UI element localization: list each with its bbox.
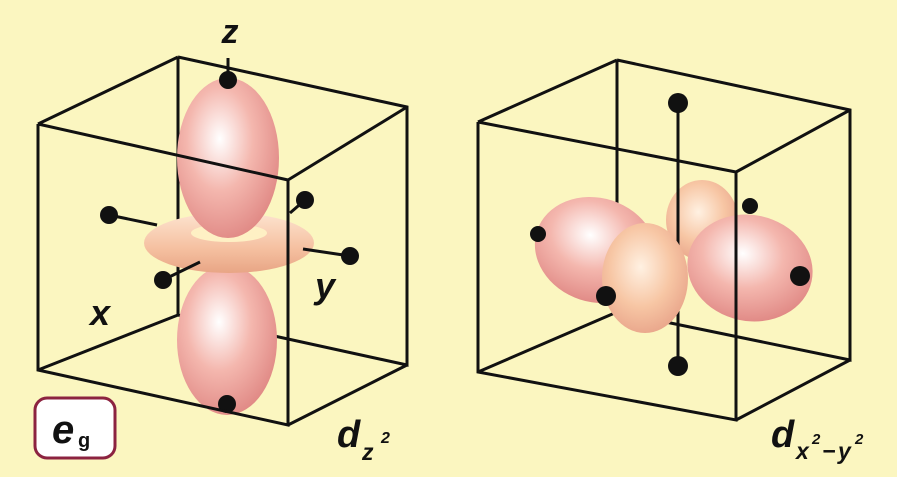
right-top-node (668, 93, 688, 113)
svg-text:2: 2 (380, 430, 390, 447)
right-cube-edge (477, 310, 618, 374)
left-y-back-node (296, 191, 314, 209)
left-cube-front-edges (36, 122, 290, 427)
left-cube-edge (287, 363, 408, 427)
svg-text:d: d (771, 414, 795, 456)
eg-badge: e g (33, 396, 117, 460)
dz2-upper-lobe (177, 78, 279, 238)
eg-badge-symbol: e (52, 408, 74, 452)
svg-text:2: 2 (854, 431, 864, 448)
svg-text:2: 2 (811, 431, 821, 448)
left-x-back-node (100, 206, 118, 224)
right-back-node (742, 198, 758, 214)
eg-badge-subscript: g (78, 430, 90, 452)
dz2-label: d z 2 (337, 414, 390, 465)
svg-text:−: − (822, 438, 835, 464)
left-cube-edge (287, 105, 408, 182)
y-axis-label: y (313, 265, 337, 306)
left-cube-edge (37, 313, 179, 372)
svg-text:z: z (361, 439, 374, 465)
right-cube-edge (477, 58, 618, 124)
dx2y2-right-lobe (687, 214, 813, 322)
right-right-node (790, 266, 810, 286)
left-z-bottom-node (218, 395, 236, 413)
x-axis-label: x (88, 292, 112, 333)
z-axis-label: z (221, 13, 239, 51)
right-bottom-node (668, 356, 688, 376)
right-front-node (596, 286, 616, 306)
left-x-front-node (154, 271, 172, 289)
left-cube-edge (37, 55, 179, 126)
right-cube-front-edges (476, 120, 738, 422)
svg-text:y: y (837, 438, 852, 464)
dx2y2-front-lobe (602, 223, 688, 333)
left-z-top-node (219, 71, 237, 89)
svg-text:d: d (337, 414, 361, 456)
svg-text:x: x (794, 438, 810, 464)
right-cube-edge (735, 108, 851, 174)
right-left-node (530, 226, 546, 242)
right-cube-edge (735, 358, 851, 422)
left-y-right-node (341, 247, 359, 265)
dx2y2-label: d x 2 − y 2 (771, 414, 864, 464)
dz2-lower-lobe (177, 265, 277, 415)
